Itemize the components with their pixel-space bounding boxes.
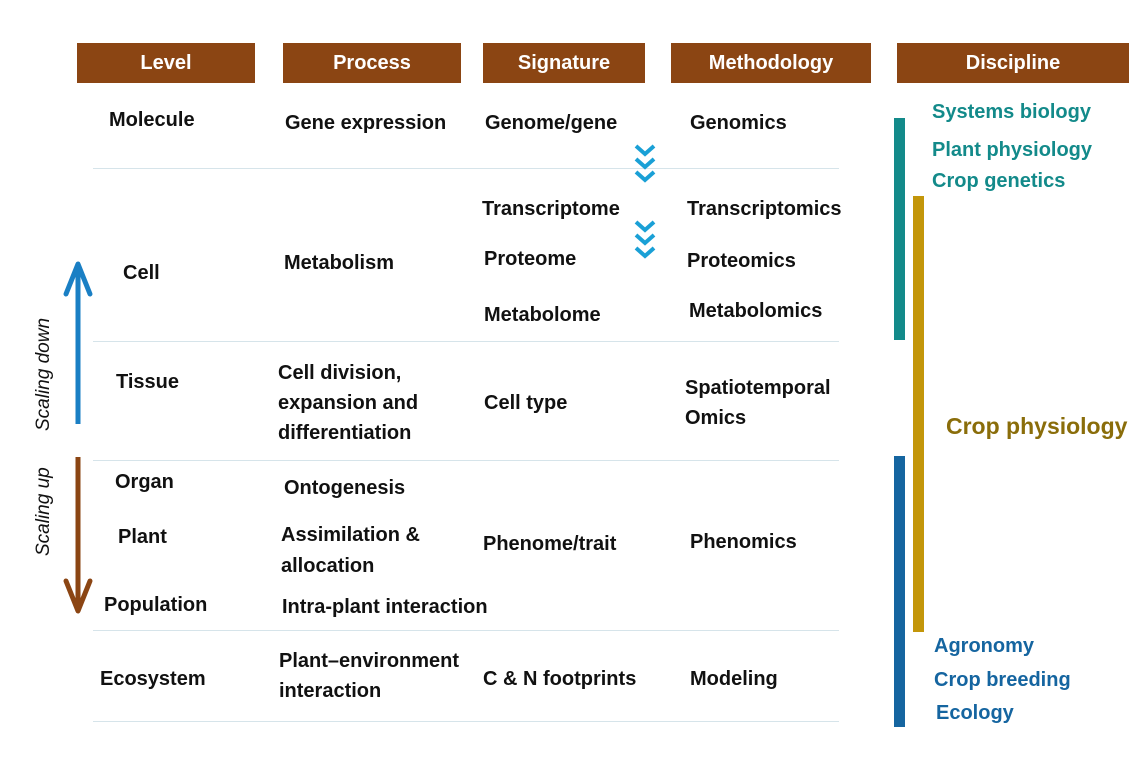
methodology-phenomics: Phenomics: [690, 531, 797, 553]
process-cell-division-line3: differentiation: [278, 422, 412, 444]
process-intra-plant: Intra-plant interaction: [282, 596, 488, 618]
scaling-down-label: Scaling down: [33, 317, 54, 431]
signature-metabolome: Metabolome: [484, 304, 601, 326]
row-separator: [93, 630, 839, 631]
header-signature: Signature: [483, 43, 645, 83]
header-methodology: Methodology: [671, 43, 871, 83]
discipline-bar-gold: [913, 196, 924, 632]
discipline-bar-teal: [894, 118, 905, 340]
process-ontogenesis: Ontogenesis: [284, 477, 406, 499]
methodology-modeling: Modeling: [690, 668, 778, 690]
scaling-up-arrow-icon: [63, 457, 93, 614]
discipline-crop-genetics: Crop genetics: [932, 170, 1066, 192]
discipline-crop-physiology: Crop physiology: [946, 413, 1128, 439]
level-cell: Cell: [123, 262, 160, 284]
signature-genome: Genome/gene: [485, 112, 618, 134]
scaling-down-arrow-icon: [63, 261, 93, 424]
scaling-up-label: Scaling up: [33, 467, 54, 556]
row-separator: [93, 721, 839, 722]
process-assimilation-line1: Assimilation &: [281, 524, 420, 546]
level-plant: Plant: [118, 526, 167, 548]
header-discipline: Discipline: [897, 43, 1129, 83]
chevron-down-icon: [634, 144, 656, 183]
signature-footprints: C & N footprints: [483, 668, 637, 690]
row-separator: [93, 460, 839, 461]
level-ecosystem: Ecosystem: [100, 668, 206, 690]
process-assimilation-line2: allocation: [281, 555, 375, 577]
process-plant-environment-line1: Plant–environment: [279, 650, 460, 672]
signature-phenome: Phenome/trait: [483, 533, 617, 555]
discipline-ecology: Ecology: [936, 702, 1014, 724]
discipline-bar-blue: [894, 456, 905, 727]
level-population: Population: [104, 594, 208, 616]
methodology-metabolomics: Metabolomics: [689, 300, 823, 322]
process-cell-division-line1: Cell division,: [278, 362, 402, 384]
methodology-transcriptomics: Transcriptomics: [687, 198, 842, 220]
process-plant-environment-line2: interaction: [279, 680, 382, 702]
discipline-systems-biology: Systems biology: [932, 101, 1091, 123]
discipline-crop-breeding: Crop breeding: [934, 669, 1071, 691]
signature-transcriptome: Transcriptome: [482, 198, 620, 220]
level-tissue: Tissue: [116, 371, 179, 393]
header-level: Level: [77, 43, 255, 83]
methodology-spatiotemporal-line1: Spatiotemporal: [685, 377, 831, 399]
level-molecule: Molecule: [109, 109, 195, 131]
row-separator: [93, 341, 839, 342]
process-gene-expression: Gene expression: [285, 112, 447, 134]
process-cell-division-line2: expansion and: [278, 392, 419, 414]
chevron-down-icon: [634, 220, 656, 259]
header-process: Process: [283, 43, 461, 83]
level-organ: Organ: [115, 471, 174, 493]
signature-proteome: Proteome: [484, 248, 577, 270]
discipline-plant-physiology: Plant physiology: [932, 139, 1093, 161]
row-separator: [93, 168, 839, 169]
methodology-proteomics: Proteomics: [687, 250, 796, 272]
methodology-genomics: Genomics: [690, 112, 787, 134]
methodology-spatiotemporal-line2: Omics: [685, 407, 747, 429]
discipline-agronomy: Agronomy: [934, 635, 1034, 657]
process-metabolism: Metabolism: [284, 252, 395, 274]
signature-cell-type: Cell type: [484, 392, 568, 414]
